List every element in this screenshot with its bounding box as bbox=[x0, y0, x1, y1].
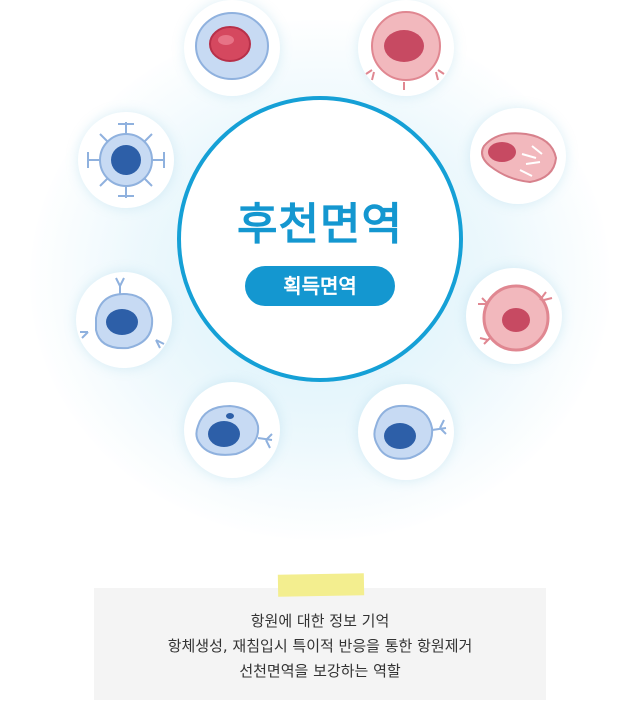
blue-tailed-cell-icon bbox=[195, 404, 273, 456]
description-card: 항원에 대한 정보 기억 항체생성, 재침입시 특이적 반응을 통한 항원제거 … bbox=[94, 588, 546, 700]
cell-blue-top bbox=[184, 0, 280, 96]
blue-antibody-cell-icon bbox=[80, 277, 165, 350]
cell-blue-tailed-left bbox=[184, 382, 280, 478]
red-irregular-cell-icon bbox=[481, 132, 558, 184]
blue-tailed-cell-icon bbox=[373, 404, 447, 460]
blue-spiky-cell-icon bbox=[87, 122, 165, 198]
cell-red-irregular bbox=[470, 108, 566, 204]
description-line-1: 항원에 대한 정보 기억 bbox=[250, 612, 390, 630]
tape-decoration bbox=[277, 573, 365, 597]
blue-cell-icon bbox=[195, 12, 269, 80]
center-circle: 후천면역 획득면역 bbox=[177, 96, 463, 382]
cell-blue-spiky bbox=[78, 112, 174, 208]
center-subtitle-badge: 획득면역 bbox=[245, 266, 395, 306]
cell-blue-antibody bbox=[76, 272, 172, 368]
cell-blue-tailed-right bbox=[358, 384, 454, 480]
center-title: 후천면역 bbox=[237, 199, 403, 250]
description-line-2: 항체생성, 재침입시 특이적 반응을 통한 항원제거 bbox=[167, 637, 473, 655]
description-line-3: 선천면역을 보강하는 역할 bbox=[239, 662, 401, 680]
cell-red-antibody bbox=[466, 268, 562, 364]
cell-red-top-right bbox=[358, 0, 454, 96]
red-antibody-cell-icon bbox=[478, 284, 553, 352]
red-cell-icon bbox=[365, 11, 445, 90]
